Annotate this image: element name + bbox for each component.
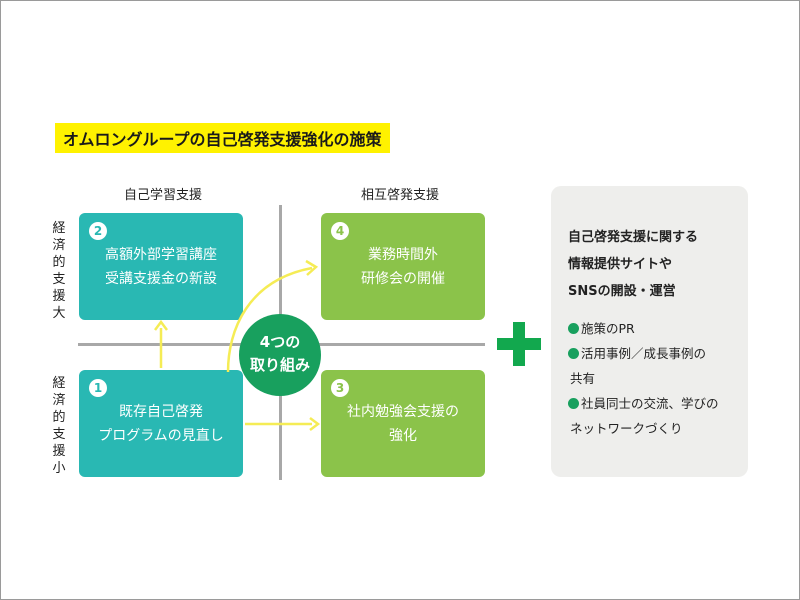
measure-text: 既存自己啓発: [119, 404, 203, 420]
measure-text: 社内勉強会支援の: [347, 404, 459, 420]
bullet-dot-icon: [568, 348, 579, 359]
bullet-item: 活用事例／成長事例の: [568, 341, 719, 366]
bullet-item: 社員同士の交流、学びの: [568, 391, 719, 416]
center-text: 4つの: [259, 333, 301, 351]
measure-number: 4: [331, 222, 349, 240]
panel-heading-line: 情報提供サイトや: [568, 257, 673, 272]
measure-text: プログラムの見直し: [98, 428, 224, 444]
bullet-continuation: 共有: [570, 371, 596, 386]
bullet-continuation: ネットワークづくり: [570, 421, 683, 436]
row-label-large-support: 経済的支援大: [50, 220, 68, 322]
column-header-self-learning: 自己学習支援: [123, 188, 202, 203]
measure-number: 3: [331, 379, 349, 397]
measure-text: 研修会の開催: [361, 271, 445, 287]
up-arrow-head: [154, 319, 168, 331]
info-panel: 自己啓発支援に関する 情報提供サイトや SNSの開設・運営 施策のPR 活用事例…: [551, 186, 748, 477]
column-header-mutual: 相互啓発支援: [360, 188, 439, 203]
measure-box-2: 2 高額外部学習講座 受講支援金の新設: [79, 213, 243, 320]
measure-box-4: 4 業務時間外 研修会の開催: [321, 213, 485, 320]
measure-text: 強化: [389, 428, 417, 444]
row-label-small-support: 経済的支援小: [50, 375, 68, 477]
measure-text: 業務時間外: [368, 247, 438, 263]
panel-heading: 自己啓発支援に関する 情報提供サイトや SNSの開設・運営: [568, 224, 698, 305]
bullet-item: 施策のPR: [568, 316, 719, 341]
bullet-dot-icon: [568, 398, 579, 409]
bullet-dot-icon: [568, 323, 579, 334]
measure-box-1: 1 既存自己啓発 プログラムの見直し: [79, 370, 243, 477]
row-label-text: 経済的支援小: [52, 376, 66, 476]
panel-heading-line: 自己啓発支援に関する: [568, 230, 699, 245]
diagram-title: オムロングループの自己啓発支援強化の施策: [55, 123, 390, 153]
right-arrow-head: [309, 417, 321, 431]
center-text: 取り組み: [249, 356, 310, 374]
plus-icon: [497, 322, 541, 366]
measure-number: 2: [89, 222, 107, 240]
measure-box-3: 3 社内勉強会支援の 強化: [321, 370, 485, 477]
panel-heading-line: SNSの開設・運営: [568, 284, 676, 299]
center-circle: 4つの 取り組み: [239, 314, 321, 396]
measure-number: 1: [89, 379, 107, 397]
measure-text: 高額外部学習講座: [105, 247, 217, 263]
curved-arrow-line: [226, 266, 313, 373]
measure-text: 受講支援金の新設: [105, 271, 217, 287]
curved-arrow-head: [305, 259, 319, 276]
row-label-text: 経済的支援大: [52, 221, 66, 321]
panel-bullets: 施策のPR 活用事例／成長事例の 共有 社員同士の交流、学びの ネットワークづく…: [568, 316, 719, 441]
